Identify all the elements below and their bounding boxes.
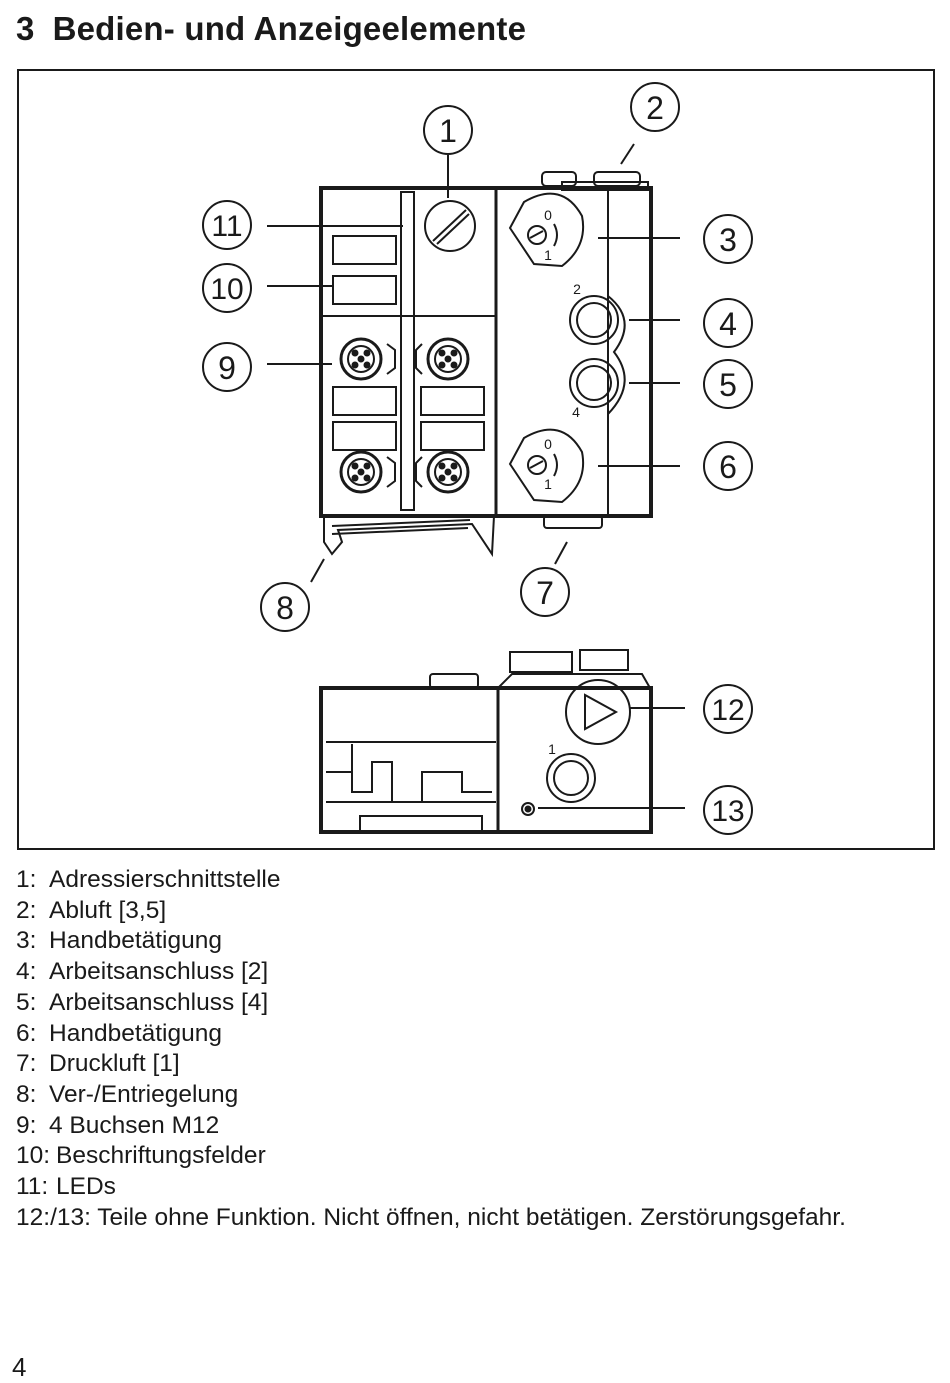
svg-text:2: 2	[646, 90, 664, 126]
callout-1: 1	[423, 105, 473, 155]
callout-13: 13	[703, 785, 753, 835]
leader-lines	[267, 143, 685, 809]
svg-text:1: 1	[439, 113, 457, 149]
label-field	[332, 275, 397, 305]
legend-item: 3:Handbetätigung	[16, 927, 223, 955]
callout-11: 11	[202, 200, 252, 250]
port-mark: 1	[548, 741, 556, 757]
switch-mark: 1	[544, 476, 552, 492]
svg-text:10: 10	[210, 273, 243, 306]
side-view	[319, 649, 653, 834]
switch-mark: 1	[544, 247, 552, 263]
section-title: Bedien- und Anzeigeelemente	[52, 10, 527, 47]
port-mark: 2	[573, 281, 581, 297]
port-mark: 4	[572, 404, 580, 420]
svg-text:7: 7	[536, 575, 554, 611]
callout-5: 5	[703, 359, 753, 409]
callout-7: 7	[520, 567, 570, 617]
svg-text:5: 5	[719, 367, 737, 403]
svg-text:9: 9	[218, 350, 236, 386]
legend-item: 2:Abluft [3,5]	[16, 896, 167, 924]
callout-8: 8	[260, 582, 310, 632]
label-field	[420, 421, 485, 451]
legend-item: 9:4 Buchsen M12	[16, 1111, 220, 1139]
callout-10: 10	[202, 263, 252, 313]
svg-text:6: 6	[719, 449, 737, 485]
switch-mark: 0	[544, 207, 552, 223]
callout-6: 6	[703, 441, 753, 491]
legend-item: 5:Arbeitsanschluss [4]	[16, 988, 269, 1016]
callout-9: 9	[202, 342, 252, 392]
address-interface-icon	[424, 200, 476, 252]
supply-port-icon	[546, 753, 596, 803]
m12-socket-icon	[426, 450, 470, 494]
legend-list: 1:Adressierschnittstelle 2:Abluft [3,5] …	[16, 865, 846, 1233]
m12-socket-icon	[426, 337, 470, 381]
working-port-icon	[569, 358, 619, 408]
callout-12: 12	[703, 684, 753, 734]
label-field	[332, 235, 397, 265]
svg-text:13: 13	[711, 795, 744, 828]
label-field	[420, 386, 485, 416]
legend-item: 8:Ver-/Entriegelung	[16, 1080, 239, 1108]
legend-item: 12:/13: Teile ohne Funktion. Nicht öffne…	[16, 1203, 846, 1231]
working-port-icon	[569, 295, 619, 345]
svg-text:8: 8	[276, 590, 294, 626]
legend-item: 6:Handbetätigung	[16, 1019, 223, 1047]
label-field	[332, 421, 397, 451]
label-field	[332, 386, 397, 416]
svg-text:4: 4	[719, 306, 737, 342]
switch-mark: 0	[544, 436, 552, 452]
legend-item: 10:Beschriftungsfelder	[16, 1142, 266, 1170]
m12-socket-icon	[339, 450, 383, 494]
port-markings: 0 1 0 1 2 4 1	[544, 207, 581, 757]
svg-text:11: 11	[211, 210, 242, 243]
section-heading: 3 Bedien- und Anzeigeelemente	[16, 10, 526, 48]
svg-text:3: 3	[719, 222, 737, 258]
legend-item: 7:Druckluft [1]	[16, 1050, 180, 1078]
svg-text:12: 12	[711, 694, 744, 727]
manual-override-icon	[508, 192, 584, 268]
page-number: 4	[12, 1352, 27, 1382]
device-drawing: 0 1 0 1 2 4 1	[202, 82, 753, 835]
callout-2: 2	[630, 82, 680, 132]
callout-bubbles: 1 2 3 4 5	[202, 82, 753, 835]
callout-3: 3	[703, 214, 753, 264]
legend-item: 11:LEDs	[16, 1173, 116, 1201]
section-number: 3	[16, 10, 35, 47]
top-view	[319, 171, 653, 558]
callout-4: 4	[703, 298, 753, 348]
legend-item: 1:Adressierschnittstelle	[16, 866, 281, 893]
legend-item: 4:Arbeitsanschluss [2]	[16, 958, 269, 986]
m12-socket-icon	[339, 337, 383, 381]
manual-override-icon	[508, 428, 584, 504]
dome-part-icon	[565, 679, 631, 745]
screw-hole-icon	[521, 802, 535, 816]
device-figure: 0 1 0 1 2 4 1	[17, 69, 935, 850]
